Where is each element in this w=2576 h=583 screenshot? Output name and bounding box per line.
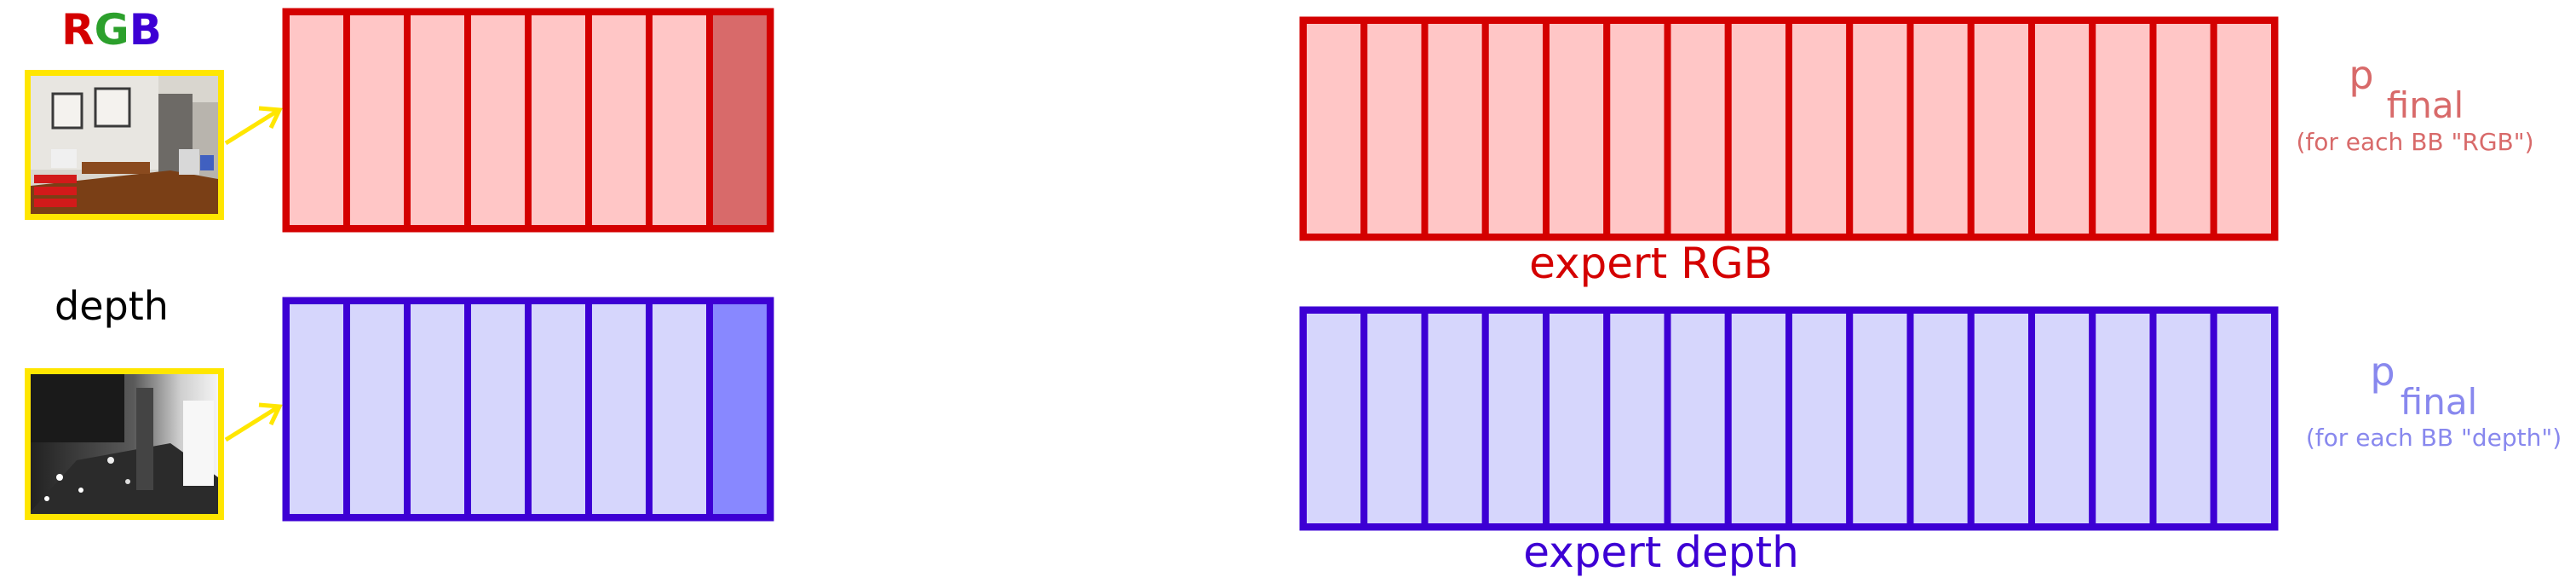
- p-final-depth: p final (for each BB "depth"): [2306, 349, 2562, 452]
- left-rgb-stack-cell: [404, 9, 471, 232]
- expert-rgb-stack-cell: [1421, 17, 1489, 240]
- expert-depth-stack-cell: [2149, 307, 2217, 530]
- expert-rgb-stack-cell: [1481, 17, 1550, 240]
- left-depth-stack-cell: [464, 297, 532, 521]
- depth-image: [25, 368, 224, 520]
- left-rgb-stack-cell: [464, 9, 532, 232]
- expert-depth-stack-cell: [1543, 307, 1611, 530]
- expert-rgb-stack-cell: [1603, 17, 1671, 240]
- expert-rgb-stack-cell: [1664, 17, 1732, 240]
- rgb-label-b: B: [129, 5, 162, 55]
- p-final-rgb-note: (for each BB "RGB"): [2296, 128, 2533, 156]
- expert-depth-stack-cell: [1846, 307, 1914, 530]
- rgb-label-g: G: [95, 5, 129, 55]
- left-rgb-stack: [282, 8, 774, 233]
- expert-rgb-stack: [1299, 16, 2279, 241]
- expert-rgb-stack-cell: [1906, 17, 1975, 240]
- rgb-image: [25, 70, 224, 220]
- rgb-arrow: [224, 106, 283, 146]
- expert-depth-stack-cell: [1785, 307, 1854, 530]
- expert-depth-stack-cell: [2089, 307, 2157, 530]
- expert-depth-stack-cell: [1603, 307, 1671, 530]
- left-depth-stack-cell: [706, 297, 773, 521]
- left-rgb-stack-cell: [646, 9, 713, 232]
- expert-depth-stack: [1299, 306, 2279, 531]
- left-depth-stack-cell: [343, 297, 411, 521]
- expert-depth-stack-cell: [1300, 307, 1368, 530]
- left-depth-stack: [282, 297, 774, 522]
- expert-depth-stack-cell: [1724, 307, 1792, 530]
- p-final-rgb-sub: final: [2387, 84, 2464, 126]
- rgb-label: RGB: [61, 5, 162, 55]
- expert-rgb-stack-cell: [1724, 17, 1792, 240]
- left-rgb-stack-cell: [706, 9, 773, 232]
- expert-depth-stack-cell: [1906, 307, 1975, 530]
- expert-rgb-stack-cell: [1543, 17, 1611, 240]
- expert-rgb-stack-cell: [1846, 17, 1914, 240]
- expert-rgb-stack-cell: [1967, 17, 2035, 240]
- p-final-depth-p: p: [2370, 349, 2395, 395]
- expert-rgb-stack-cell: [2149, 17, 2217, 240]
- left-depth-stack-cell: [585, 297, 653, 521]
- expert-depth-stack-cell: [1421, 307, 1489, 530]
- p-final-rgb-p: p: [2349, 52, 2373, 98]
- expert-rgb-stack-cell: [1360, 17, 1429, 240]
- p-final-depth-note: (for each BB "depth"): [2306, 424, 2562, 452]
- left-depth-stack-cell: [283, 297, 350, 521]
- left-rgb-stack-cell: [283, 9, 350, 232]
- expert-rgb-stack-cell: [1785, 17, 1854, 240]
- expert-rgb-stack-cell: [2028, 17, 2096, 240]
- depth-arrow: [224, 402, 283, 442]
- p-final-rgb: p final (for each BB "RGB"): [2296, 52, 2533, 156]
- expert-depth-label: expert depth: [1523, 528, 1799, 577]
- rgb-label-r: R: [61, 5, 95, 55]
- expert-depth-stack-cell: [2210, 307, 2278, 530]
- expert-depth-stack-cell: [1664, 307, 1732, 530]
- left-depth-stack-cell: [404, 297, 471, 521]
- expert-rgb-stack-cell: [2210, 17, 2278, 240]
- left-rgb-stack-cell: [525, 9, 592, 232]
- expert-depth-stack-cell: [1967, 307, 2035, 530]
- expert-depth-stack-cell: [1360, 307, 1429, 530]
- depth-label: depth: [55, 283, 169, 329]
- expert-rgb-stack-cell: [2089, 17, 2157, 240]
- p-final-depth-sub: final: [2401, 381, 2477, 423]
- left-depth-stack-cell: [646, 297, 713, 521]
- left-depth-stack-cell: [525, 297, 592, 521]
- left-rgb-stack-cell: [343, 9, 411, 232]
- expert-depth-stack-cell: [1481, 307, 1550, 530]
- expert-rgb-label: expert RGB: [1529, 239, 1773, 288]
- expert-depth-stack-cell: [2028, 307, 2096, 530]
- left-rgb-stack-cell: [585, 9, 653, 232]
- expert-rgb-stack-cell: [1300, 17, 1368, 240]
